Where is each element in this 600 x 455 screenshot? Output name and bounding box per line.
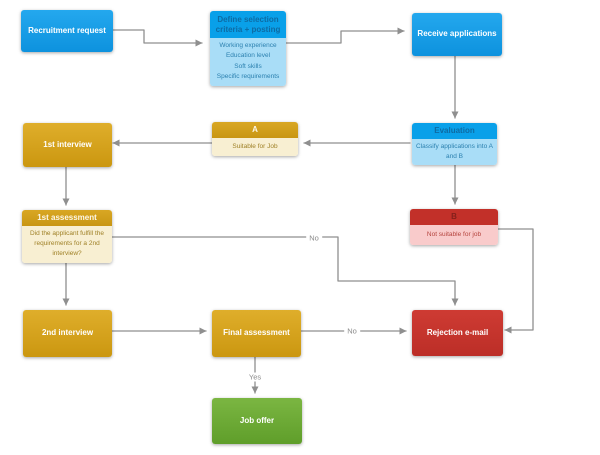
node-item-list: Working experience Education level Soft … <box>210 38 286 86</box>
node-class-a: A Suitable for Job <box>212 122 298 156</box>
node-title: Define selection criteria + posting <box>210 11 286 38</box>
node-label: Job offer <box>239 415 275 425</box>
node-label: Receive applications <box>417 29 497 39</box>
edge-label-no-final: No <box>344 326 360 336</box>
node-label: 2nd interview <box>41 328 94 338</box>
node-define-selection-criteria: Define selection criteria + posting Work… <box>210 11 286 86</box>
node-receive-applications: Receive applications <box>412 13 502 56</box>
node-subtitle: Not suitable for job <box>410 224 498 245</box>
node-subtitle: Suitable for Job <box>212 137 298 156</box>
node-2nd-interview: 2nd interview <box>23 310 112 357</box>
node-title: 1st assessment <box>22 210 112 226</box>
node-1st-assessment: 1st assessment Did the applicant fulfill… <box>22 210 112 263</box>
edge-b-to-rejection <box>497 228 534 334</box>
node-title: A <box>212 122 298 138</box>
node-recruitment-request: Recruitment request <box>21 10 113 52</box>
node-title: Evaluation <box>412 123 497 139</box>
node-final-assessment: Final assessment <box>212 310 301 357</box>
node-title: B <box>410 209 498 225</box>
node-class-b: B Not suitable for job <box>410 209 498 245</box>
edge-define-to-receive <box>285 27 405 44</box>
node-label: Final assessment <box>223 328 290 338</box>
node-label: 1st interview <box>43 139 92 149</box>
node-subtitle: Did the applicant fulfill the requiremen… <box>22 225 112 263</box>
edge-label-yes-final: Yes <box>245 372 265 382</box>
node-1st-interview: 1st interview <box>23 123 112 167</box>
node-label: Rejection e-mail <box>426 327 489 337</box>
node-label: Recruitment request <box>28 25 106 35</box>
edge-assessment-no-to-rejection <box>111 236 459 306</box>
edge-label-no-assessment: No <box>306 233 322 243</box>
list-item: Specific requirements <box>216 73 280 81</box>
list-item: Education level <box>225 52 271 60</box>
node-evaluation: Evaluation Classify applications into A … <box>412 123 497 166</box>
node-subtitle: Classify applications into A and B <box>412 138 497 166</box>
edge-recruit-to-define <box>108 29 203 47</box>
node-job-offer: Job offer <box>212 398 302 444</box>
node-rejection-email: Rejection e-mail <box>412 310 503 356</box>
list-item: Soft skills <box>234 62 262 70</box>
list-item: Working experience <box>219 42 277 49</box>
